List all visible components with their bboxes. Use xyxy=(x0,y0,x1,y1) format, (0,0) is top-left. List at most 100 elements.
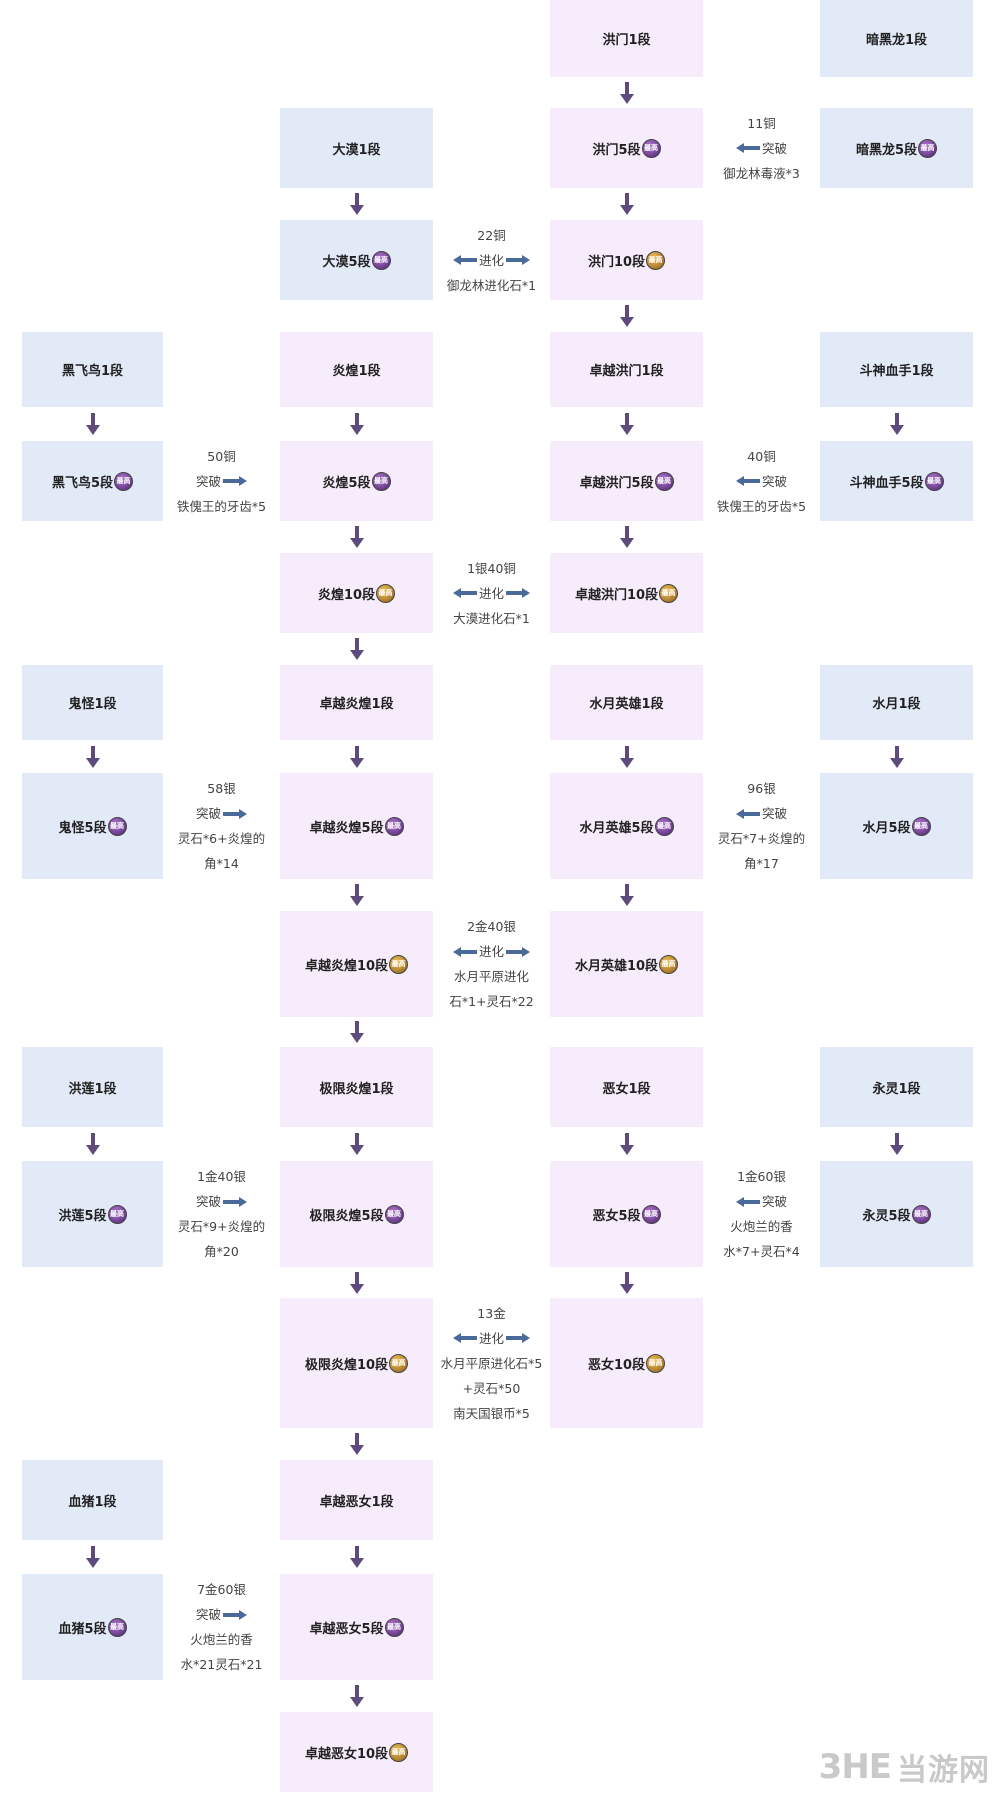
stage-node[interactable]: 黑飞鸟5段最高 xyxy=(22,441,163,521)
stage-node[interactable]: 卓越恶女5段最高 xyxy=(280,1574,433,1680)
stage-node-label: 水月1段 xyxy=(872,697,921,712)
upgrade-material: 铁傀王的牙齿*5 xyxy=(176,498,267,514)
upgrade-action: 进化 xyxy=(478,252,504,268)
stage-node-label: 卓越恶女10段 xyxy=(304,1746,389,1762)
stage-node[interactable]: 暗黑龙5段最高 xyxy=(820,108,973,188)
stage-node-label: 洪门1段 xyxy=(602,33,651,48)
stage-node[interactable]: 炎煌1段 xyxy=(280,332,433,407)
upgrade-action: 突破 xyxy=(761,473,787,489)
upgrade-cost: 13金 xyxy=(477,1305,506,1321)
upgrade-action-row: 进化 xyxy=(429,248,555,273)
upgrade-note: 1金60银突破火炮兰的香水*7+灵石*4 xyxy=(699,1164,825,1264)
upgrade-material: 御龙林进化石*1 xyxy=(446,277,537,293)
stage-node-label: 极限炎煌10段 xyxy=(304,1357,389,1373)
upgrade-action: 进化 xyxy=(478,1330,504,1346)
left-arrow-icon xyxy=(452,588,477,598)
down-arrow-icon xyxy=(619,526,634,548)
upgrade-material: 大漠进化石*1 xyxy=(453,610,530,626)
upgrade-action: 突破 xyxy=(195,473,221,489)
watermark-logo: 3HE xyxy=(818,1747,892,1787)
upgrade-cost: 96银 xyxy=(747,781,776,796)
max-level-badge-icon: 最高 xyxy=(384,816,404,836)
upgrade-action: 突破 xyxy=(761,140,787,156)
stage-node[interactable]: 永灵1段 xyxy=(820,1047,973,1127)
right-arrow-icon xyxy=(223,1609,247,1620)
max-level-badge-icon: 最高 xyxy=(371,471,391,491)
max-level-badge-icon: 最高 xyxy=(107,816,127,836)
stage-node[interactable]: 大漠5段最高 xyxy=(280,220,433,300)
stage-node[interactable]: 洪莲1段 xyxy=(22,1047,163,1127)
left-arrow-icon xyxy=(735,143,760,153)
down-arrow-icon xyxy=(349,638,364,660)
stage-node-label: 斗神血手5段 xyxy=(849,475,924,491)
stage-node[interactable]: 斗神血手1段 xyxy=(820,332,973,407)
stage-node-label: 炎煌5段 xyxy=(322,475,371,491)
stage-node-label: 洪莲1段 xyxy=(68,1081,117,1097)
stage-node[interactable]: 极限炎煌10段最高 xyxy=(280,1298,433,1428)
stage-node-label: 斗神血手1段 xyxy=(859,364,934,379)
stage-node[interactable]: 极限炎煌1段 xyxy=(280,1047,433,1127)
upgrade-cost: 11铜 xyxy=(747,115,776,131)
upgrade-note: 1银40铜进化大漠进化石*1 xyxy=(429,556,555,631)
stage-node-label: 血猪5段 xyxy=(58,1621,107,1637)
max-level-badge-icon: 最高 xyxy=(918,138,938,158)
stage-node-label: 水月英雄10段 xyxy=(574,958,659,974)
down-arrow-icon xyxy=(619,884,634,906)
stage-node[interactable]: 洪莲5段最高 xyxy=(22,1161,163,1267)
stage-node[interactable]: 水月5段最高 xyxy=(820,773,973,879)
down-arrow-icon xyxy=(889,413,904,435)
stage-node[interactable]: 卓越洪门5段最高 xyxy=(550,441,703,521)
upgrade-action: 突破 xyxy=(761,806,787,821)
stage-node[interactable]: 暗黑龙1段 xyxy=(820,0,973,77)
stage-node[interactable]: 水月英雄10段最高 xyxy=(550,911,703,1017)
stage-node[interactable]: 恶女10段最高 xyxy=(550,1298,703,1428)
stage-node[interactable]: 永灵5段最高 xyxy=(820,1161,973,1267)
stage-node[interactable]: 炎煌10段最高 xyxy=(280,553,433,633)
stage-node[interactable]: 卓越洪门1段 xyxy=(550,332,703,407)
upgrade-note: 96银突破灵石*7+炎煌的角*17 xyxy=(699,776,825,876)
left-arrow-icon xyxy=(452,255,477,265)
stage-node[interactable]: 水月英雄5段最高 xyxy=(550,773,703,879)
stage-node[interactable]: 恶女5段最高 xyxy=(550,1161,703,1267)
upgrade-action: 突破 xyxy=(195,1607,221,1622)
left-arrow-icon xyxy=(452,1333,477,1343)
max-level-badge-icon: 最高 xyxy=(384,1204,404,1224)
stage-node[interactable]: 卓越炎煌5段最高 xyxy=(280,773,433,879)
stage-node-label: 血猪1段 xyxy=(68,1494,117,1510)
stage-node[interactable]: 炎煌5段最高 xyxy=(280,441,433,521)
upgrade-action-row: 突破 xyxy=(699,136,825,161)
stage-node[interactable]: 卓越洪门10段最高 xyxy=(550,553,703,633)
stage-node[interactable]: 鬼怪5段最高 xyxy=(22,773,163,879)
stage-node[interactable]: 卓越恶女10段最高 xyxy=(280,1712,433,1792)
stage-node-label: 洪门10段 xyxy=(587,254,646,270)
stage-node[interactable]: 洪门10段最高 xyxy=(550,220,703,300)
max-level-badge-icon: 最高 xyxy=(389,1353,409,1373)
down-arrow-icon xyxy=(349,745,364,768)
stage-node[interactable]: 恶女1段 xyxy=(550,1047,703,1127)
down-arrow-icon xyxy=(889,1133,904,1155)
upgrade-material: 火炮兰的香 xyxy=(730,1219,793,1234)
stage-node[interactable]: 血猪5段最高 xyxy=(22,1574,163,1680)
stage-node[interactable]: 洪门5段最高 xyxy=(550,108,703,188)
stage-node[interactable]: 水月英雄1段 xyxy=(550,665,703,740)
down-arrow-icon xyxy=(349,193,364,215)
stage-node[interactable]: 卓越恶女1段 xyxy=(280,1460,433,1540)
stage-node[interactable]: 水月1段 xyxy=(820,665,973,740)
stage-node[interactable]: 卓越炎煌10段最高 xyxy=(280,911,433,1017)
stage-node[interactable]: 斗神血手5段最高 xyxy=(820,441,973,521)
stage-node[interactable]: 黑飞鸟1段 xyxy=(22,332,163,407)
stage-node[interactable]: 卓越炎煌1段 xyxy=(280,665,433,740)
down-arrow-icon xyxy=(85,745,100,768)
stage-node[interactable]: 鬼怪1段 xyxy=(22,665,163,740)
stage-node-label: 卓越炎煌10段 xyxy=(304,958,389,974)
max-level-badge-icon: 最高 xyxy=(924,471,944,491)
stage-node[interactable]: 极限炎煌5段最高 xyxy=(280,1161,433,1267)
stage-node-label: 炎煌1段 xyxy=(332,364,381,379)
stage-node[interactable]: 血猪1段 xyxy=(22,1460,163,1540)
stage-node[interactable]: 洪门1段 xyxy=(550,0,703,77)
stage-node-label: 卓越恶女1段 xyxy=(319,1494,394,1510)
stage-node[interactable]: 大漠1段 xyxy=(280,108,433,188)
down-arrow-icon xyxy=(85,1133,100,1155)
